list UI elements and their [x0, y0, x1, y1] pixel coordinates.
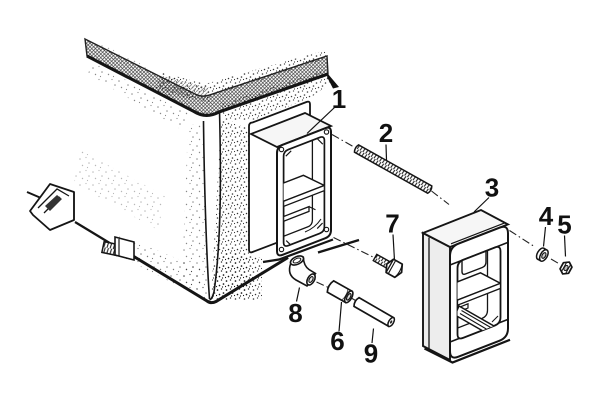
leader-line	[392, 234, 396, 261]
mounting-wedge	[29, 183, 75, 231]
callout-number: 7	[385, 209, 399, 239]
callout-5: 5	[557, 210, 572, 257]
assembly-axis-line	[333, 237, 374, 258]
assembly-axis-line	[431, 190, 450, 205]
threaded-stub	[100, 235, 135, 262]
body-bottom-edge	[26, 191, 360, 305]
leader-line	[338, 301, 343, 332]
part-9-pin	[353, 296, 396, 328]
part-6-spacer-sleeve	[326, 279, 354, 304]
leader-line	[563, 235, 567, 257]
part-1-mount-housing	[248, 100, 334, 264]
callout-number: 4	[539, 201, 554, 231]
callout-1: 1	[306, 84, 346, 134]
part-7-bolt	[372, 253, 404, 279]
callouts: 1 2 3 4 5 6 7 8	[288, 84, 571, 369]
leader-line	[542, 226, 547, 247]
callout-number: 5	[557, 210, 571, 240]
part-2-threaded-stud	[353, 143, 433, 195]
vehicle-body	[26, 37, 360, 305]
part-1-corner-holes	[278, 129, 330, 253]
callout-number: 2	[379, 118, 393, 148]
assembly-axis-line	[331, 134, 355, 148]
roof-stipple	[205, 50, 327, 97]
part-1-bottom-lip	[262, 238, 334, 264]
body-stipple	[221, 70, 330, 122]
callout-3: 3	[473, 173, 499, 213]
callout-number: 8	[288, 298, 302, 328]
part-1-interior	[283, 136, 325, 247]
body-stipple	[74, 150, 165, 230]
assembly-axis-line	[509, 230, 534, 247]
body-stipple	[214, 250, 262, 300]
part-8-elbow-tube	[288, 255, 317, 288]
callout-number: 3	[485, 173, 499, 203]
body-stipple	[182, 124, 209, 297]
body-stipple	[88, 62, 190, 130]
callout-2: 2	[379, 118, 393, 161]
trim-strip-edge-tail	[327, 74, 339, 89]
body-stipple	[112, 235, 206, 300]
callout-4: 4	[539, 201, 554, 247]
leader-line	[371, 328, 375, 344]
leader-line	[295, 287, 301, 302]
callout-number: 9	[364, 339, 378, 369]
callout-number: 6	[330, 326, 344, 356]
leader-line	[306, 107, 335, 134]
leader-line	[473, 197, 490, 213]
callout-8: 8	[288, 287, 303, 328]
callout-6: 6	[330, 301, 345, 356]
part-5-nut	[559, 261, 573, 275]
leader-line	[385, 144, 388, 161]
part-3-left-face	[422, 231, 451, 362]
part-4-washer	[535, 247, 549, 262]
part-3-top-face	[420, 208, 511, 249]
part-3-mount-block	[420, 208, 511, 364]
assembly-axis-line	[550, 258, 560, 265]
part-1-top-face	[248, 112, 334, 148]
callout-number: 1	[332, 84, 346, 114]
callout-7: 7	[385, 209, 400, 261]
callout-9: 9	[364, 328, 378, 369]
part-3-bottom-lip	[424, 338, 511, 364]
